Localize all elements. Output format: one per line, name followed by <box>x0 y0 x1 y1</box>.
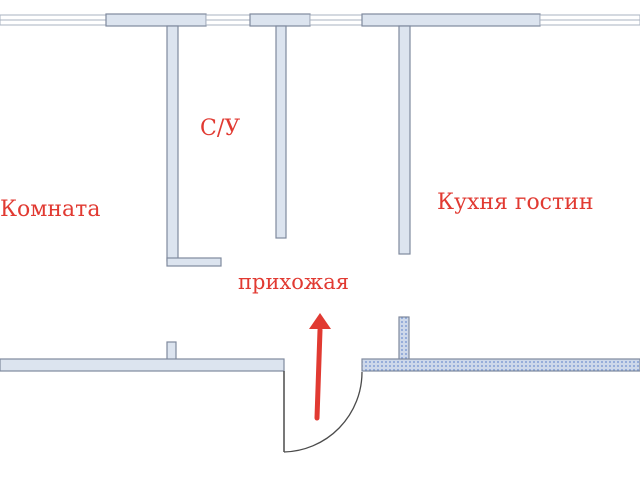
bottom-outer-wall <box>0 358 640 372</box>
hallway-label: прихожая <box>238 270 350 294</box>
door-swing-icon <box>283 371 363 453</box>
kitchen-living-label: Кухня гостин <box>437 190 594 215</box>
entrance-arrow-icon <box>309 313 331 421</box>
room-label: Комната <box>0 197 101 222</box>
top-outer-wall <box>0 13 640 27</box>
partition-walls <box>166 25 411 361</box>
bathroom-label: С/У <box>200 116 241 141</box>
